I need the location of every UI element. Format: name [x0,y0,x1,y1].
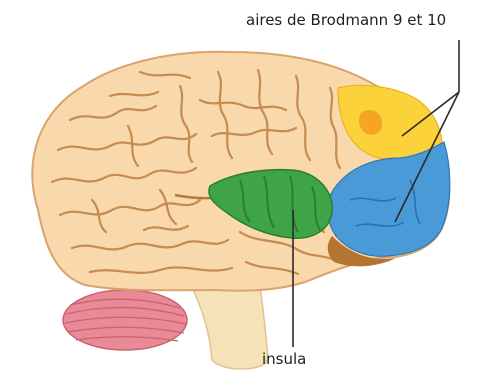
label-insula: insula [262,352,306,367]
label-brodmann-areas: aires de Brodmann 9 et 10 [246,13,446,28]
cerebellum [63,290,187,350]
